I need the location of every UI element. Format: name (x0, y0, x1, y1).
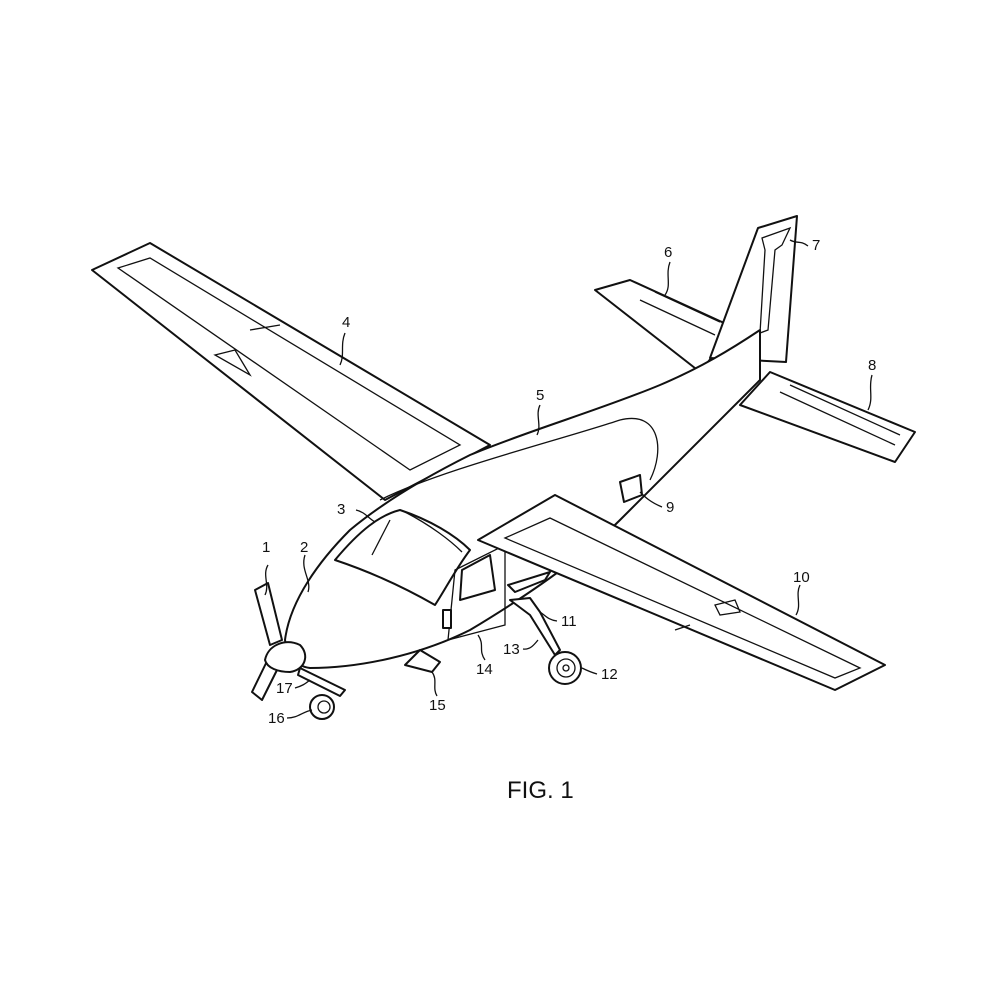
label-10: 10 (793, 569, 810, 586)
figure-caption: FIG. 1 (507, 777, 574, 804)
side-window (459, 554, 496, 601)
label-11: 11 (561, 613, 577, 630)
label-3: 3 (337, 501, 345, 518)
label-9: 9 (666, 499, 674, 516)
label-6: 6 (664, 244, 672, 261)
label-2: 2 (300, 539, 308, 556)
label-5: 5 (536, 387, 544, 404)
main-gear-strut (509, 597, 561, 656)
belly-step (404, 649, 441, 673)
rear-window (619, 474, 643, 503)
spinner (264, 641, 307, 673)
label-13: 13 (503, 641, 520, 658)
windshield (334, 509, 471, 606)
propeller (254, 582, 283, 646)
left-wing (91, 242, 491, 501)
label-14: 14 (476, 661, 493, 678)
right-wing (477, 494, 886, 691)
nose-wheel (309, 694, 335, 720)
label-17: 17 (276, 680, 293, 697)
main-wheel (548, 651, 582, 685)
label-1: 1 (262, 539, 270, 556)
label-4: 4 (342, 314, 350, 331)
label-15: 15 (429, 697, 446, 714)
label-12: 12 (601, 666, 618, 683)
label-8: 8 (868, 357, 876, 374)
label-7: 7 (812, 237, 820, 254)
label-16: 16 (268, 710, 285, 727)
right-horizontal-stabilizer (739, 371, 916, 463)
